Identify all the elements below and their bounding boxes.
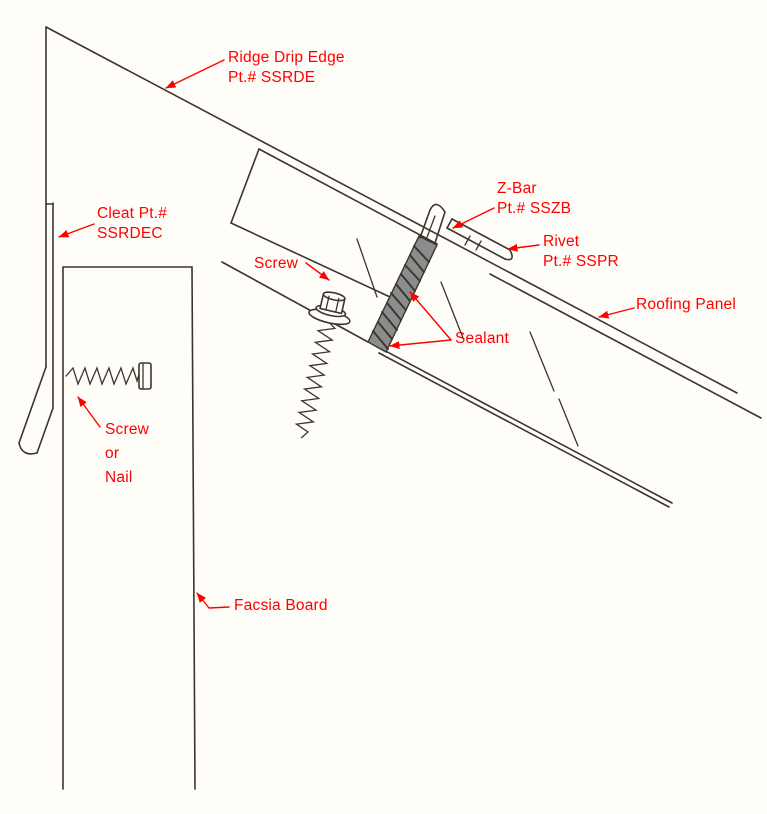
wall-screw-threads (65, 366, 140, 386)
leader-screw-top (305, 262, 330, 281)
z-bar (419, 203, 446, 244)
drip-edge-inner-bend (230, 148, 260, 224)
label-z-bar: Z-Bar Pt.# SSZB (497, 179, 571, 219)
rivet-left-end (446, 218, 453, 229)
drip-edge-hem (18, 366, 47, 444)
rivet (446, 218, 513, 261)
label-rivet: Rivet Pt.# SSPR (543, 232, 619, 272)
leader-cleat (58, 223, 95, 238)
label-ridge-drip-edge: Ridge Drip Edge Pt.# SSRDE (228, 48, 345, 88)
leader-sealant-lap (389, 339, 452, 350)
panel-break-mark (440, 281, 464, 339)
label-line: Roofing Panel (636, 296, 736, 313)
leader-roofing-panel (598, 307, 635, 319)
label-line: SSRDEC (97, 225, 163, 242)
sealant-hatch (372, 245, 430, 350)
ridge-drip-edge (18, 26, 738, 455)
sealant-body (367, 235, 438, 353)
drip-edge-hem-cap (18, 442, 38, 455)
panel-break-mark (356, 238, 378, 298)
roof-slope-line (45, 26, 738, 394)
panel-bearing-line (221, 261, 369, 343)
label-line: Cleat Pt.# (97, 205, 168, 222)
leader-fascia-board (196, 592, 230, 609)
label-fascia-board: Facsia Board (234, 596, 328, 616)
leader-z-bar (452, 207, 495, 229)
drip-edge-lower-flange (230, 222, 391, 298)
leader-sealant-bead (409, 291, 452, 341)
panel-lap-line-1 (375, 345, 673, 504)
label-sealant: Sealant (455, 329, 509, 349)
cleat-hook (36, 407, 54, 454)
fascia-board (62, 266, 196, 790)
label-line: Nail (105, 469, 133, 486)
rivet-grip-line (475, 240, 482, 251)
roofing-panel (221, 238, 762, 508)
label-line: Facsia Board (234, 597, 328, 614)
label-cleat: Cleat Pt.# SSRDEC (97, 204, 167, 244)
label-line: or (105, 445, 120, 462)
label-screw-top: Screw (254, 254, 298, 274)
label-roofing-panel: Roofing Panel (636, 295, 736, 315)
z-bar-hem-inner (425, 215, 436, 241)
z-bar-hem (419, 203, 446, 244)
leader-ridge-drip-edge (165, 59, 225, 89)
rivet-grip-line (464, 235, 471, 246)
sealant-bead (367, 235, 438, 353)
panel-underside-line (489, 273, 762, 419)
leader-lines (58, 59, 635, 609)
panel-screw-hex-facets (325, 295, 340, 313)
label-line: Z-Bar (497, 180, 537, 197)
panel-break-mark (529, 331, 555, 392)
fascia-right-edge (191, 266, 196, 790)
rivet-shaft-bottom (446, 227, 506, 260)
label-line: Screw (254, 255, 299, 272)
label-line: Rivet (543, 233, 580, 250)
leader-rivet (507, 243, 540, 252)
label-line: Pt.# SSZB (497, 200, 572, 217)
wall-screw-head (138, 362, 152, 390)
cleat (36, 202, 54, 454)
panel-lap-line-2 (378, 352, 670, 508)
panel-screw (294, 291, 351, 439)
label-line: Pt.# SSRDE (228, 69, 316, 86)
leader-screw-or-nail (77, 396, 101, 428)
label-screw-or-nail: Screw or Nail (105, 418, 149, 490)
panel-screw-hex-top (322, 291, 346, 302)
label-line: Ridge Drip Edge (228, 49, 345, 66)
rivet-cap (504, 249, 513, 261)
panel-screw-threads (294, 321, 337, 439)
label-line: Pt.# SSPR (543, 253, 619, 270)
drip-edge-inner-flange (258, 148, 438, 245)
panel-break-mark (558, 398, 579, 447)
label-line: Sealant (455, 330, 509, 347)
wall-screw (65, 362, 152, 390)
label-line: Screw (105, 421, 150, 438)
